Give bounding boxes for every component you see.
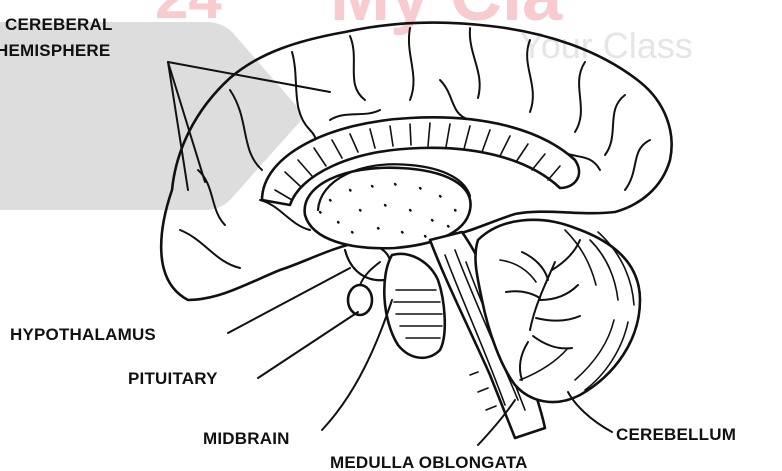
label-pituitary: PITUITARY	[128, 369, 218, 388]
label-hypothalamus: HYPOTHALAMUS	[10, 325, 156, 344]
label-cerebellum: CEREBELLUM	[616, 425, 736, 444]
leader-midbrain	[322, 300, 392, 430]
label-midbrain: MIDBRAIN	[203, 429, 290, 448]
leader-hypothalamus	[228, 268, 350, 333]
pons	[384, 254, 444, 358]
watermark-digits: 24	[155, 0, 222, 31]
label-cerebral-line1: CEREBERAL	[5, 15, 113, 34]
leader-pituitary	[258, 312, 358, 378]
label-medulla-oblongata: MEDULLA OBLONGATA	[330, 453, 528, 471]
pituitary-gland	[348, 285, 372, 315]
label-cerebral-line2: HEMISPHERE	[0, 41, 110, 60]
